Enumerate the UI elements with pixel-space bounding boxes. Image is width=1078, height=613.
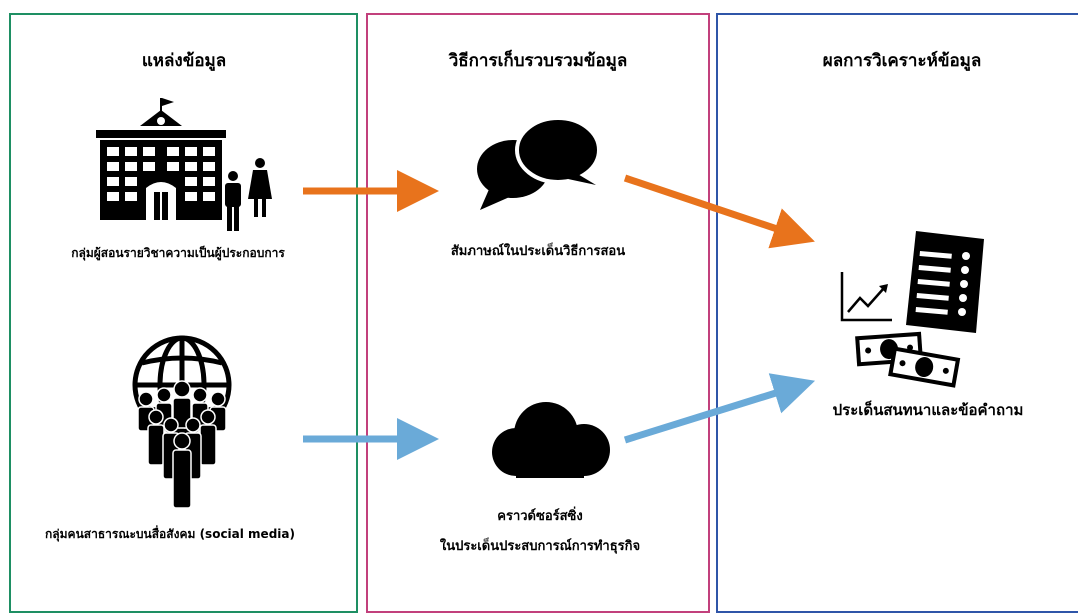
globe-crowd-icon: [132, 335, 232, 509]
people-icon: [225, 158, 272, 231]
methods-heading: วิธีการเก็บรวบรวมข้อมูล: [448, 51, 628, 71]
crowdsourcing-label-line1: คราวด์ซอร์สซิ่ง: [497, 509, 583, 524]
sources-heading: แหล่งข้อมูล: [141, 51, 227, 71]
report-icon: [906, 231, 984, 333]
banknotes-icon: [855, 331, 961, 388]
flow-arrows: [303, 170, 816, 460]
growth-chart-icon: [840, 272, 892, 322]
school-building-icon: [96, 98, 226, 220]
result-label: ประเด็นสนทนาและข้อคำถาม: [832, 401, 1024, 419]
results-heading: ผลการวิเคราะห์ข้อมูล: [822, 51, 982, 71]
interview-label: สัมภาษณ์ในประเด็นวิธีการสอน: [450, 244, 626, 259]
crowdsourcing-label-line2: ในประเด็นประสบการณ์การทำธุรกิจ: [439, 539, 641, 554]
school-group-label: กลุ่มผู้สอนรายวิชาความเป็นผู้ประกอบการ: [71, 246, 285, 260]
speech-bubbles-icon: [477, 116, 600, 210]
social-group-label: กลุ่มคนสาธารณะบนสื่อสังคม (social media): [45, 527, 295, 541]
arrow-crowdsourcing-to-results: [623, 373, 816, 444]
arrow-interview-to-results: [623, 174, 815, 249]
cloud-icon: [492, 402, 610, 478]
